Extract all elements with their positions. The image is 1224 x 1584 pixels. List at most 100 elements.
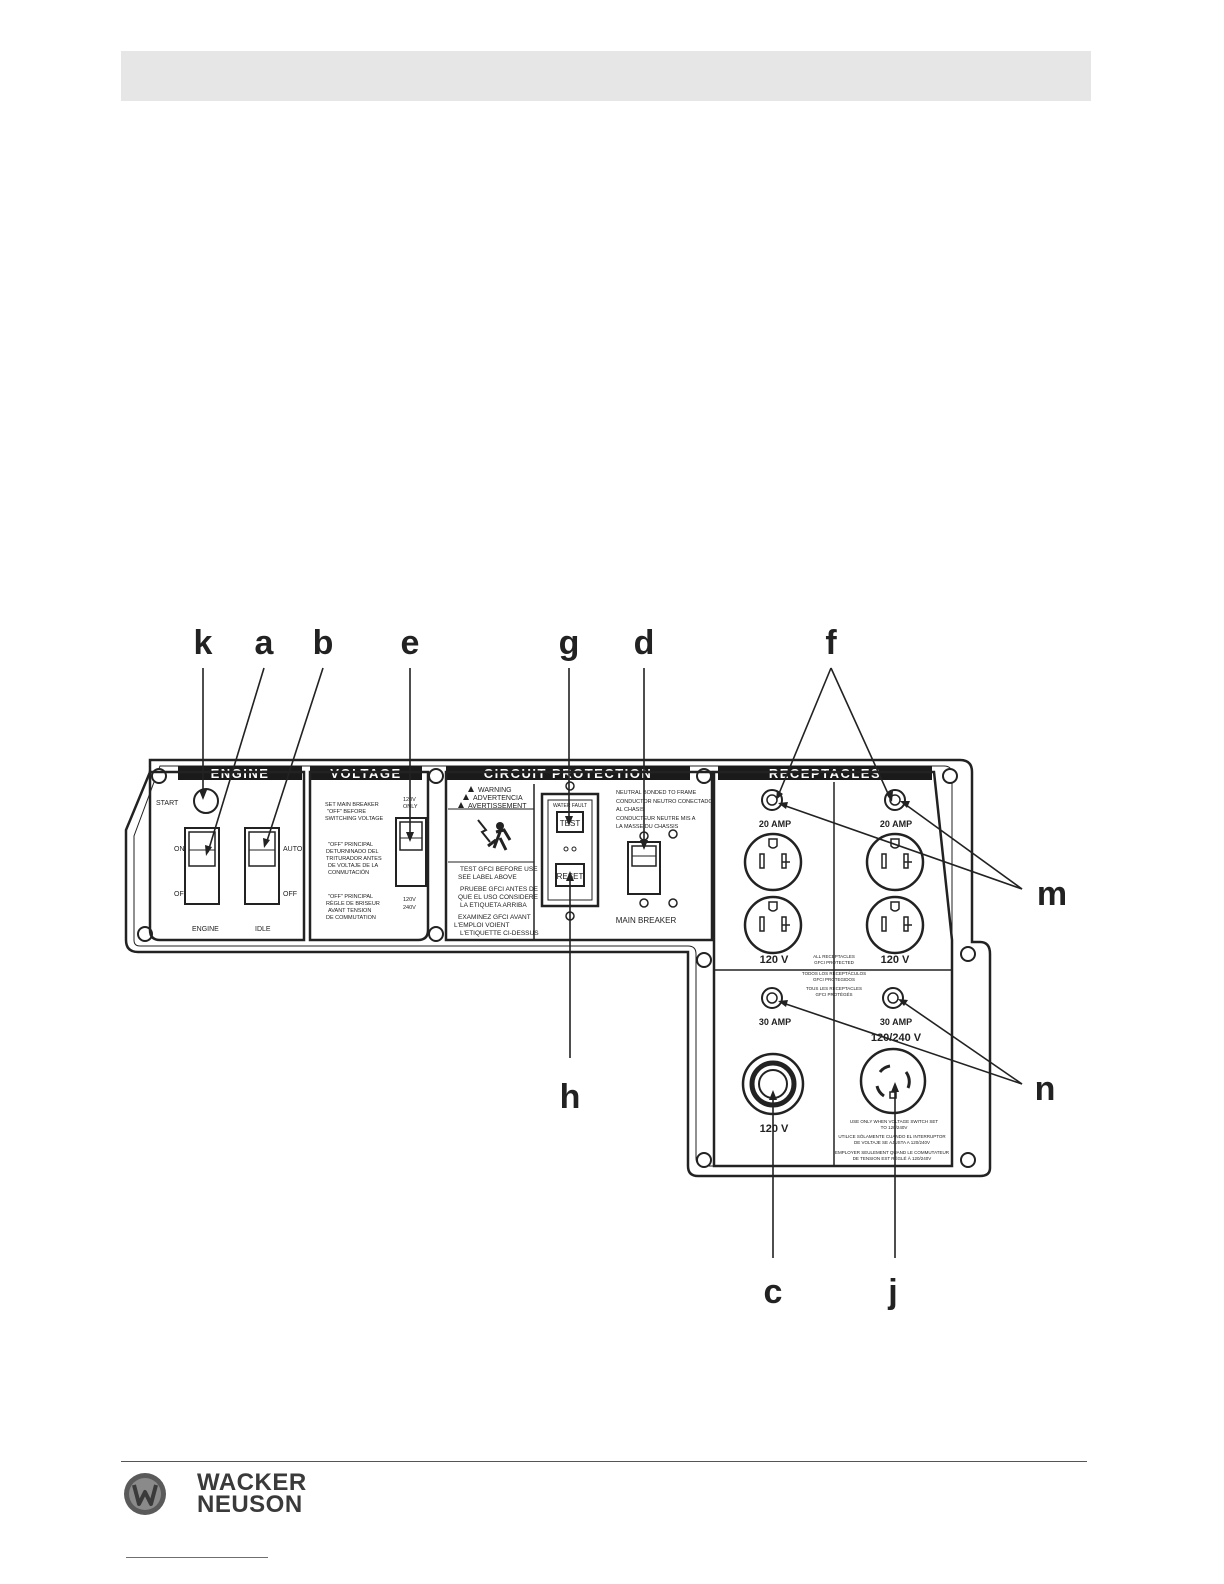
v120-right-label: 120 V <box>881 954 910 966</box>
voltage-note-fr-2: RÈGLE DE BRISEUR <box>326 900 380 907</box>
v120-240-label: 120/240 V <box>871 1032 922 1044</box>
voltage-note-en-2: "OFF" BEFORE <box>327 809 366 815</box>
amp20-left-label: 20 AMP <box>759 819 791 829</box>
footer-link-underline[interactable] <box>126 1557 268 1558</box>
gfci-note-6: GFCI PROTÉGÉS <box>815 991 852 997</box>
voltage-note-en-3: SWITCHING VOLTAGE <box>325 816 383 822</box>
idle-switch-label: IDLE <box>255 926 271 933</box>
gfci-note-5: TOUS LES RÉCEPTACLES <box>806 985 862 991</box>
use-note-1: USE ONLY WHEN VOLTAGE SWITCH SET <box>850 1119 938 1124</box>
breaker-screws <box>639 829 678 908</box>
callout-a: a <box>255 624 275 662</box>
main-breaker-label: MAIN BREAKER <box>616 916 677 925</box>
gfci-top-label: WATER FAULT <box>553 803 587 809</box>
gfci-note-2: GFCI PROTECTED <box>814 960 855 965</box>
twist-lock-120-240v-outlet[interactable] <box>859 1047 927 1115</box>
footer-rule <box>121 1461 1087 1462</box>
callout-f: f <box>825 624 837 662</box>
off2-label: OFF <box>283 891 297 898</box>
brand-name: WACKER NEUSON <box>197 1469 307 1517</box>
header-bar <box>121 51 1091 101</box>
examinez-note-2: L'EMPLOI VOIENT <box>454 922 509 929</box>
sub-panels <box>148 770 954 1168</box>
twist-lock-120v-outlet[interactable] <box>741 1052 805 1116</box>
callout-k: k <box>194 624 213 662</box>
voltage-note-es-3: TRITURADOR ANTES <box>326 856 382 862</box>
use-note-6: DE TENSION EST RÉGLÉ À 120/240V <box>853 1155 932 1161</box>
voltage-note-es-5: CONMUTACIÓN <box>328 869 369 876</box>
amp30-right-label: 30 AMP <box>880 1017 912 1027</box>
gfci-note-4: GFCI PROTEGIDOS <box>813 977 855 982</box>
idle-switch[interactable] <box>244 827 280 905</box>
engine-switch-label: ENGINE <box>192 926 219 933</box>
use-note-4: DE VOLTAJE SE AJUSTA A 120/240V <box>854 1140 930 1145</box>
start-label: START <box>156 800 179 807</box>
warning-triangle-icons <box>458 786 474 808</box>
outlet-20a-right-top[interactable] <box>865 832 925 892</box>
avertissement-label: AVERTISSEMENT <box>468 803 527 810</box>
advertencia-label: ADVERTENCIA <box>473 795 523 802</box>
prueba-note-2: QUE EL USO CONSIDERE <box>458 894 539 901</box>
voltage-note-es-2: DETURNINADO DEL <box>326 849 379 855</box>
voltage-note-es-4: DE VOLTAJE DE LA <box>328 863 379 869</box>
off-label: OFF <box>174 891 188 898</box>
section-receptacles: RECEPTACLES <box>769 766 881 781</box>
leader-lines <box>202 667 1023 1258</box>
breaker-button-20a-right[interactable] <box>884 789 906 811</box>
electric-shock-icon <box>477 819 512 851</box>
callout-e: e <box>401 624 420 662</box>
outlet-20a-left-top[interactable] <box>743 832 803 892</box>
voltage-pos-bottom-2: 240V <box>403 905 416 911</box>
section-circuit-protection: CIRCUIT PROTECTION <box>484 766 653 781</box>
gfci-test-label: TEST <box>560 819 581 828</box>
use-note-5: EMPLOYER SEULEMENT QUAND LE COMMUTATEUR <box>835 1150 950 1155</box>
v120-left-label: 120 V <box>760 954 789 966</box>
auto-label: AUTO <box>283 846 303 853</box>
neutral-note-1: NEUTRAL BONDED TO FRAME <box>616 790 697 796</box>
on-label: ON <box>174 846 185 853</box>
breaker-button-30a-right[interactable] <box>882 987 904 1009</box>
callout-j: j <box>887 1273 897 1311</box>
start-key-switch[interactable] <box>193 788 219 814</box>
use-note-3: UTILICE SÓLAMENTE CUANDO EL INTERRUPTOR <box>838 1133 946 1139</box>
callout-d: d <box>634 624 655 662</box>
examinez-note-3: L'ETIQUETTE CI-DESSUS <box>460 930 539 937</box>
voltage-note-en-1: SET MAIN BREAKER <box>325 802 379 808</box>
leader-arrowheads <box>199 790 910 1100</box>
outlet-20a-left-bottom[interactable] <box>743 895 803 955</box>
callout-c: c <box>764 1273 783 1311</box>
amp30-left-label: 30 AMP <box>759 1017 791 1027</box>
neutral-note-4: CONDUCTEUR NEUTRE MIS A <box>616 816 696 822</box>
neutral-note-3: AL CHASIS <box>616 807 645 813</box>
wacker-neuson-logo <box>124 1473 166 1515</box>
test-note-1: TEST GFCI BEFORE USE <box>460 866 538 873</box>
test-note-2: SEE LABEL ABOVE <box>458 874 517 881</box>
prueba-note-1: PRUEBE GFCI ANTES DE <box>460 886 539 893</box>
warning-label: WARNING <box>478 787 512 794</box>
voltage-note-fr-4: DE COMMUTATION <box>326 915 376 921</box>
neutral-note-2: CONDUCTOR NEUTRO CONECTADO <box>616 799 713 805</box>
callout-g: g <box>559 624 580 662</box>
outlet-20a-right-bottom[interactable] <box>865 895 925 955</box>
breaker-button-30a-left[interactable] <box>761 987 783 1009</box>
section-engine: ENGINE <box>211 766 270 781</box>
voltage-note-fr-1: "OFF" PRINCIPAL <box>328 894 373 900</box>
examinez-note-1: EXAMINEZ GFCI AVANT <box>458 914 531 921</box>
voltage-pos-bottom-1: 120V <box>403 897 416 903</box>
v120-twist-label: 120 V <box>760 1123 789 1135</box>
engine-switch[interactable] <box>184 827 220 905</box>
callout-n: n <box>1035 1070 1056 1108</box>
prueba-note-3: LA ETIQUETA ARRIBA <box>460 902 527 909</box>
callout-m: m <box>1037 875 1067 913</box>
voltage-note-fr-3: AVANT TENSION <box>328 908 371 914</box>
voltage-selector-switch[interactable] <box>395 817 427 887</box>
neutral-note-5: LA MASSE DU CHASSIS <box>616 824 679 830</box>
callout-b: b <box>313 624 334 662</box>
use-note-2: TO 120/240V <box>881 1125 908 1130</box>
voltage-note-es-1: "OFF" PRINCIPAL <box>328 842 373 848</box>
section-voltage: VOLTAGE <box>330 766 401 781</box>
gfci-note-3: TODOS LOS RECEPTÁCULOS <box>802 970 866 976</box>
brand-line1: WACKER <box>197 1469 307 1496</box>
callout-h: h <box>560 1078 581 1116</box>
